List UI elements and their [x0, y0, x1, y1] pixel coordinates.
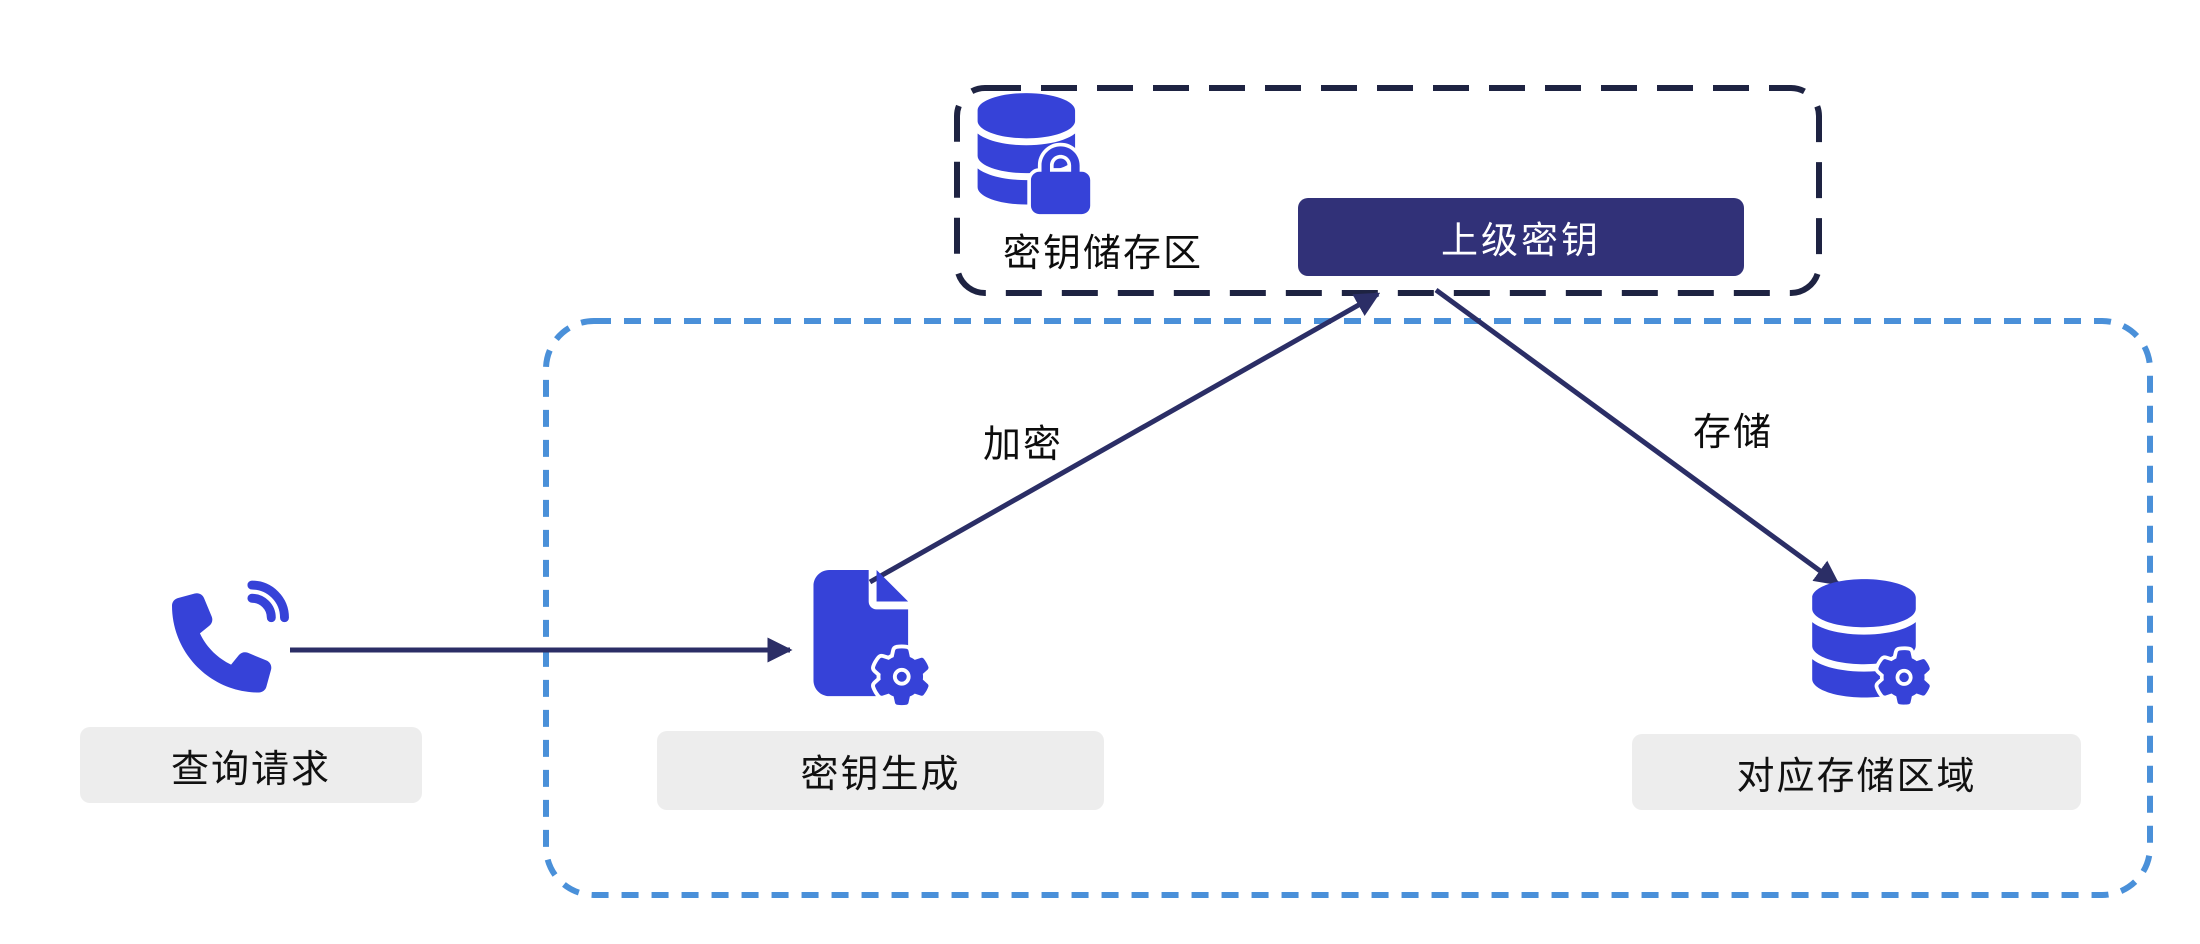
keygen-node-label: 密钥生成 — [657, 731, 1104, 810]
database-gear-icon — [1812, 579, 1934, 709]
file-gear-icon — [813, 570, 933, 708]
key-storage-label: 密钥储存区 — [1002, 232, 1203, 275]
process-group-border — [543, 318, 2153, 898]
arrow-master-key-to-storage — [1434, 287, 1841, 587]
master-key-box: 上级密钥 — [1298, 198, 1744, 276]
phone-icon — [172, 580, 289, 693]
encrypt-edge-label: 加密 — [982, 423, 1063, 466]
arrow-keygen-to-master-key — [868, 291, 1381, 585]
key-storage-group-border — [954, 85, 1822, 296]
storage-node-label: 对应存储区域 — [1632, 734, 2081, 810]
database-lock-icon — [977, 93, 1094, 218]
store-edge-label: 存储 — [1692, 411, 1773, 454]
query-node-label: 查询请求 — [80, 727, 422, 803]
